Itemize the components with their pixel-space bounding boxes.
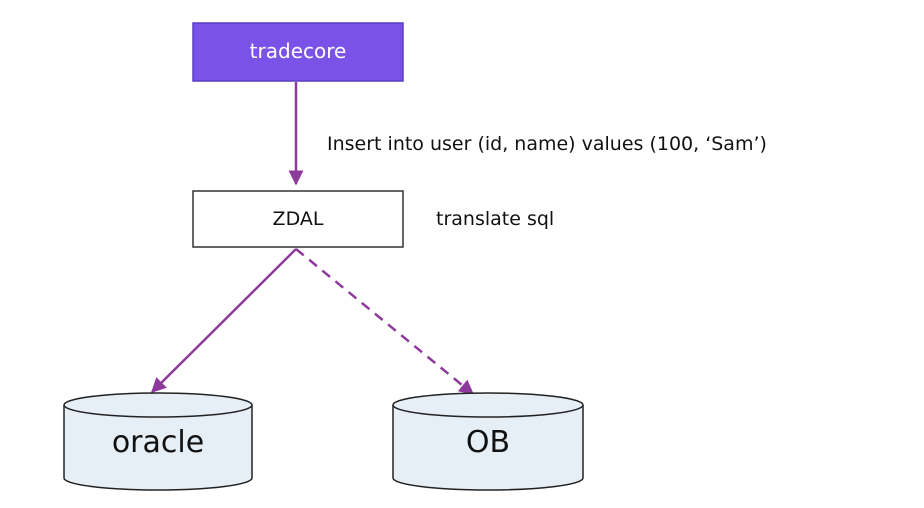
- oracle-label: oracle: [112, 425, 204, 460]
- tradecore-label: tradecore: [250, 39, 347, 63]
- edge-zdal-to-ob: [295, 248, 475, 395]
- oracle-database-cylinder: oracle: [63, 392, 253, 491]
- zdal-label: ZDAL: [273, 208, 324, 230]
- zdal-node: ZDAL: [192, 190, 404, 248]
- ob-database-cylinder: OB: [392, 392, 584, 491]
- tradecore-node: tradecore: [192, 22, 404, 82]
- translate-sql-annotation: translate sql: [436, 208, 554, 230]
- edge-zdal-to-oracle: [150, 248, 297, 394]
- insert-sql-annotation: Insert into user (id, name) values (100,…: [327, 133, 767, 155]
- ob-label: OB: [466, 425, 510, 460]
